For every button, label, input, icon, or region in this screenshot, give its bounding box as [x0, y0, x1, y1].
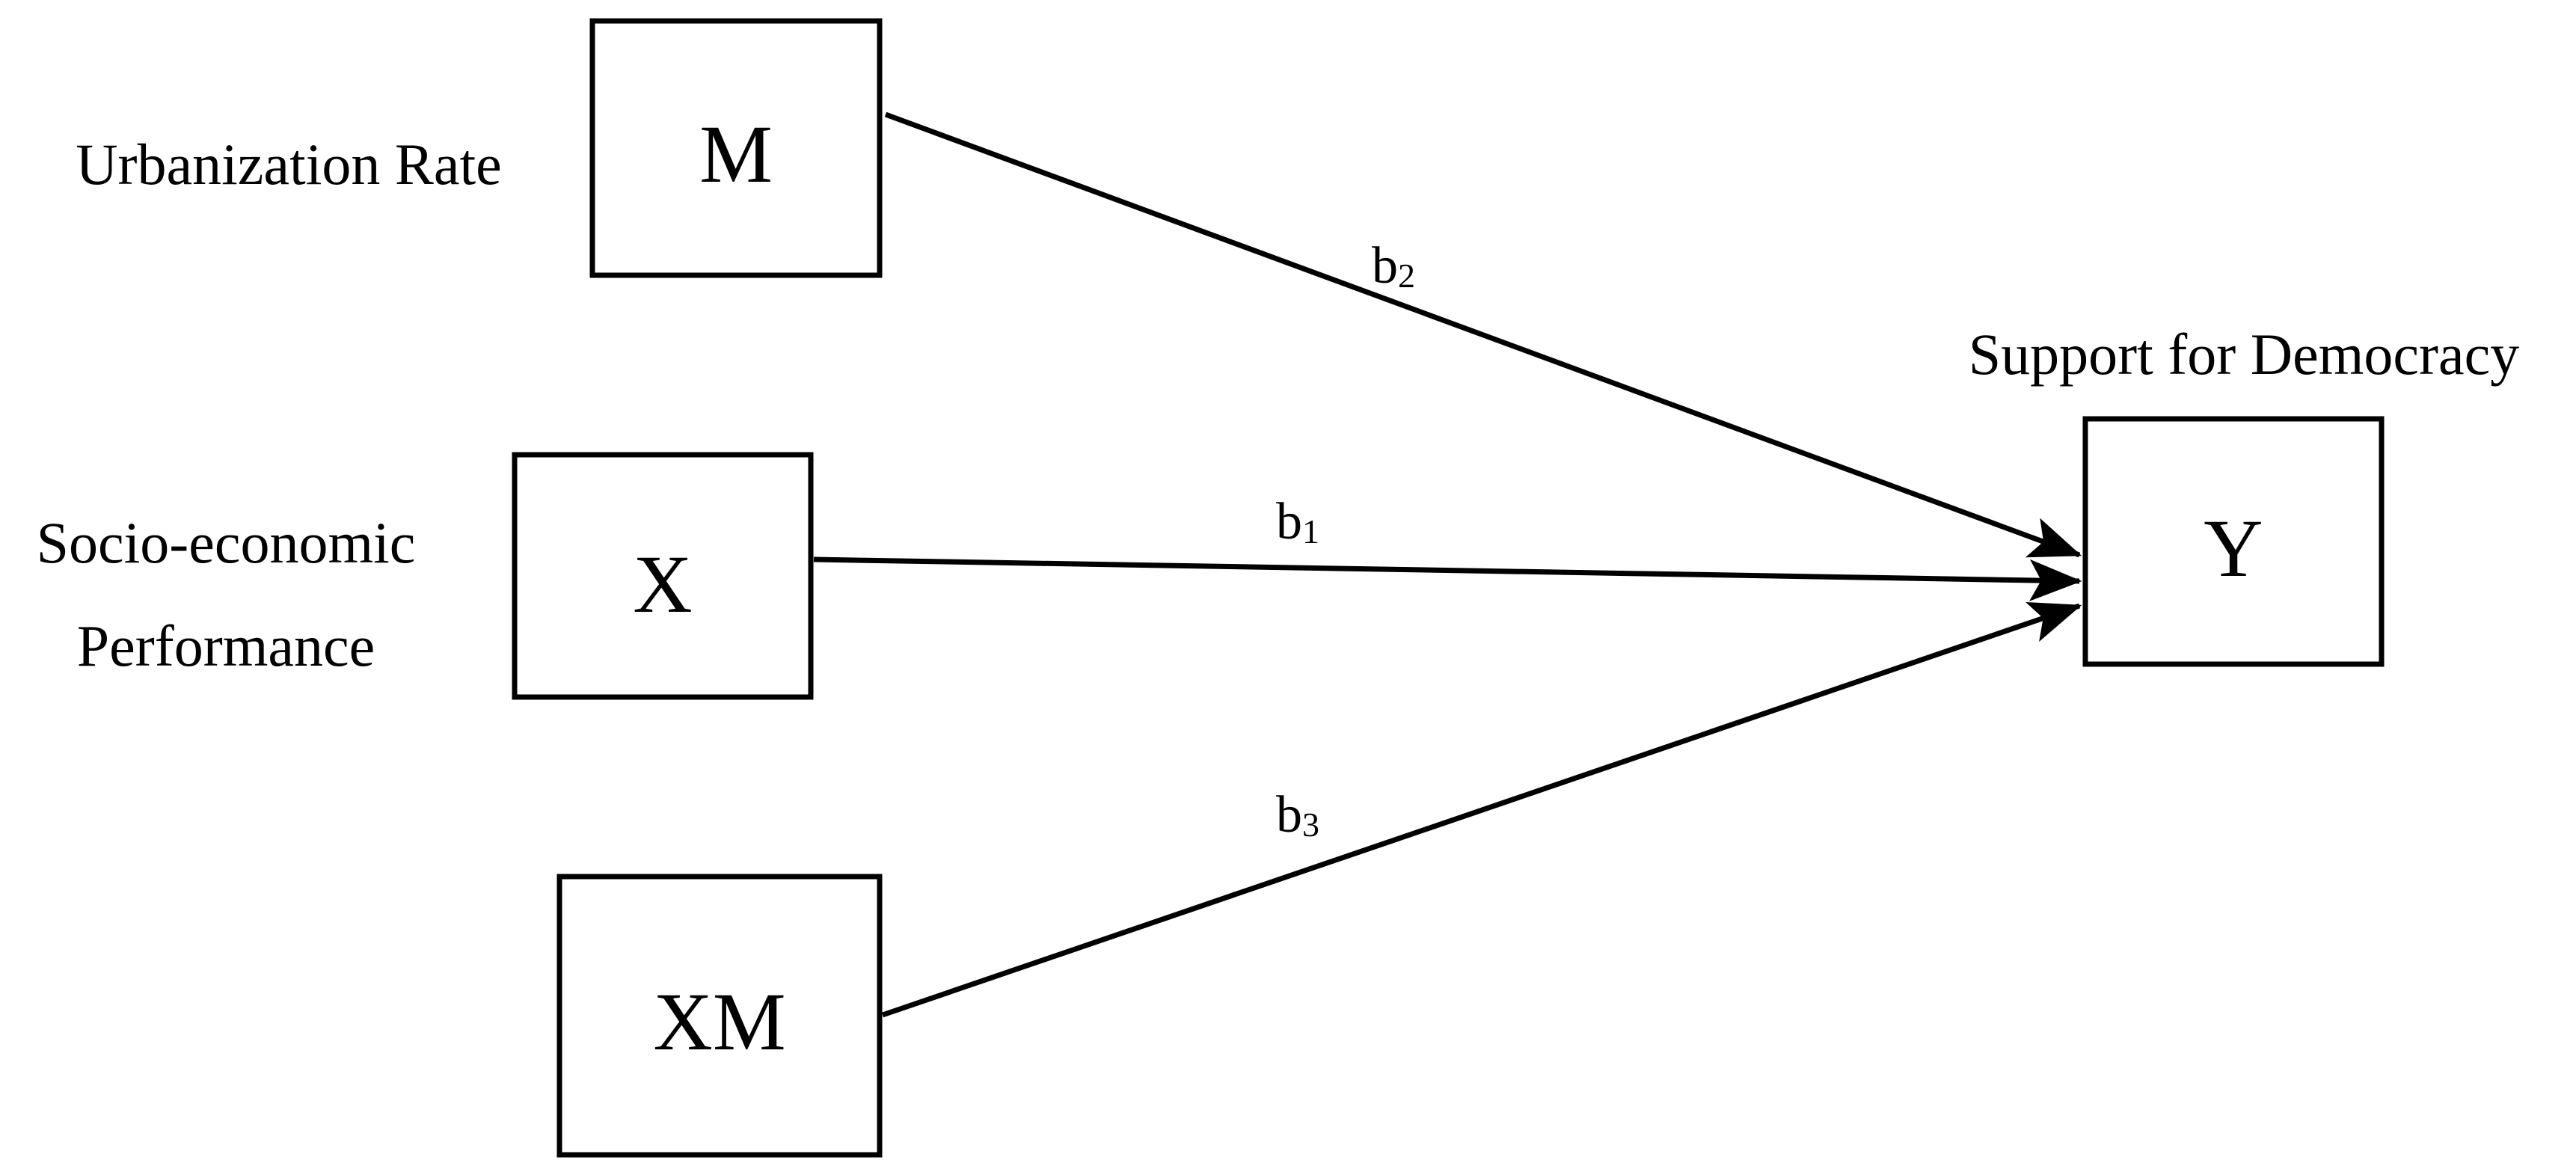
- coef-b3-letter: b: [1276, 786, 1302, 844]
- node-y-box: [2082, 416, 2385, 667]
- node-xm-symbol: XM: [653, 976, 785, 1067]
- node-y-symbol: Y: [2204, 503, 2263, 594]
- node-m-label: Urbanization Rate: [76, 132, 502, 197]
- edge-x-to-y: [813, 556, 2082, 601]
- node-x-box: [512, 452, 814, 700]
- node-x-symbol: X: [633, 539, 692, 630]
- coef-b3-subscript: 3: [1302, 806, 1319, 844]
- node-x-label-line1: Socio-economic: [37, 510, 416, 575]
- node-x-label-line2: Performance: [77, 613, 375, 678]
- coef-b1-subscript: 1: [1302, 512, 1319, 550]
- coef-b1-letter: b: [1276, 493, 1302, 550]
- edge-m-to-y: [884, 111, 2082, 558]
- coef-b2-subscript: 2: [1398, 257, 1415, 295]
- coef-b3-label: b3: [1276, 786, 1319, 844]
- node-xm-box: [556, 874, 883, 1158]
- node-y-label: Support for Democracy: [1969, 322, 2519, 387]
- coef-b2-label: b2: [1372, 237, 1415, 295]
- coef-b2-letter: b: [1372, 237, 1398, 295]
- coef-b1-label: b1: [1276, 493, 1319, 550]
- edge-xm-to-y: [881, 602, 2082, 1018]
- node-m-symbol: M: [699, 108, 773, 200]
- node-m-box: [589, 18, 883, 278]
